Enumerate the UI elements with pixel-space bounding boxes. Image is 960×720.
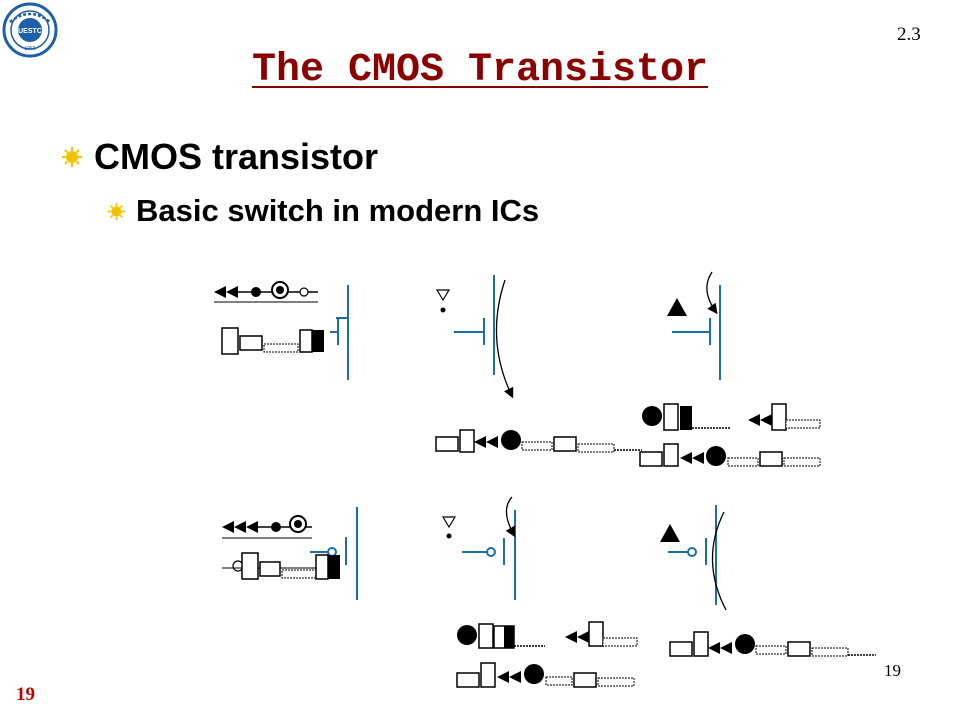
legend-glyph-row [456,662,635,688]
current-arrow [505,496,516,538]
bullet-text: CMOS transistor [94,136,379,177]
legend-glyph-row [214,281,324,355]
pmos-symbol-1 [310,507,358,600]
bullet-sun-icon [62,147,82,167]
gate-marker-icon [440,307,446,313]
nmos-symbol-1 [330,285,349,380]
current-arrow [495,279,514,399]
pmos-symbol-2 [462,510,516,600]
university-seal-icon: UESTC 1956 [2,2,58,58]
logo-year: 1956 [24,46,35,52]
bullet-text: Basic switch in modern ICs [136,193,540,228]
nmos-symbol-3 [672,285,721,380]
bullet-level-1: CMOS transistor [62,136,378,178]
slide-title: The CMOS Transistor [251,48,709,93]
page-number-left: 19 [16,684,35,705]
page-number-right: 19 [884,661,901,680]
logo-text: UESTC [18,28,42,35]
gate-marker-icon [446,533,452,539]
section-number: 2.3 [897,24,921,45]
legend-glyph-row [457,621,638,649]
legend-glyph-row [639,443,821,467]
nmos-symbol-2 [454,275,495,375]
legend-glyph-row [222,515,340,580]
legend-glyph-row [435,429,642,453]
current-arrow [711,511,727,611]
current-arrow [706,271,718,315]
bullet-level-2: Basic switch in modern ICs [108,193,539,229]
triangle-icon [660,524,680,542]
legend-glyph-row [669,631,876,657]
legend-glyph-row [642,403,821,431]
triangle-icon [667,298,687,316]
gate-marker-icon [435,289,451,302]
bullet-sun-icon [108,202,125,220]
gate-marker-icon [441,516,457,529]
pmos-symbol-3 [668,505,717,605]
